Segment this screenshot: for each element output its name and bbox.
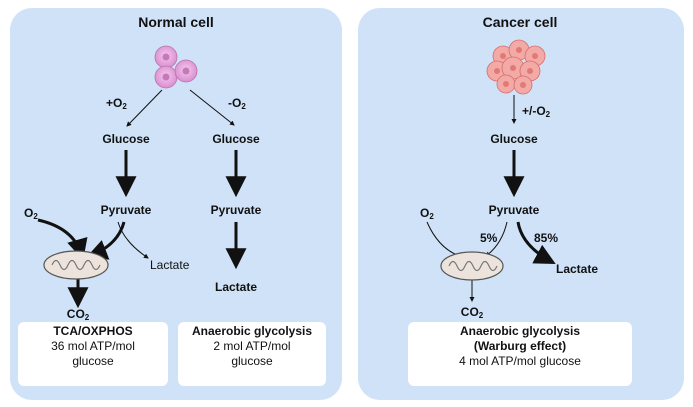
lactate-label-cancer: Lactate [556, 262, 599, 276]
warburg-subtitle: (Warburg effect) [473, 339, 567, 353]
tca-oxphos-atp-line: 36 mol ATP/mol [51, 339, 135, 353]
o2-label-normal: O2 [24, 206, 38, 221]
glucose-label-right: Glucose [212, 132, 260, 146]
warburg-effect-box: Anaerobic glycolysis (Warburg effect) 4 … [408, 322, 632, 386]
percent-85-label: 85% [534, 231, 559, 245]
plus-o2-label: +O2 [106, 96, 127, 111]
plus-minus-o2-label: +/-O2 [522, 104, 551, 119]
mitochondrion-icon-normal [43, 250, 109, 280]
mitochondrion-icon-cancer [440, 251, 504, 281]
anaerobic-glycolysis-box: Anaerobic glycolysis 2 mol ATP/mol gluco… [178, 322, 326, 386]
pyruvate-label-left: Pyruvate [100, 203, 152, 217]
warburg-title: Anaerobic glycolysis [459, 324, 581, 338]
glucose-label-left: Glucose [102, 132, 150, 146]
cancer-cell-title: Cancer cell [482, 14, 558, 30]
cancer-cell-cluster-icon [486, 39, 546, 95]
co2-label-cancer: CO2 [460, 305, 484, 320]
warburg-atp-line: 4 mol ATP/mol glucose [459, 354, 581, 368]
lactate-label-right: Lactate [214, 280, 258, 294]
minus-o2-label: -O2 [228, 96, 246, 111]
tca-oxphos-glucose-line: glucose [72, 354, 114, 368]
anaerobic-glycolysis-glucose-line: glucose [231, 354, 273, 368]
lactate-label-small: Lactate [150, 258, 190, 272]
co2-label-normal: CO2 [66, 307, 90, 322]
anaerobic-glycolysis-title: Anaerobic glycolysis [191, 324, 313, 338]
anaerobic-glycolysis-atp-line: 2 mol ATP/mol [213, 339, 291, 353]
tca-oxphos-box: TCA/OXPHOS 36 mol ATP/mol glucose [18, 322, 168, 386]
glucose-label-cancer: Glucose [490, 132, 538, 146]
pyruvate-label-right: Pyruvate [210, 203, 262, 217]
normal-cell-cluster-icon [154, 45, 198, 89]
percent-5-label: 5% [480, 231, 498, 245]
pyruvate-label-cancer: Pyruvate [488, 203, 540, 217]
o2-label-cancer: O2 [420, 206, 434, 221]
tca-oxphos-title: TCA/OXPHOS [53, 324, 133, 338]
normal-cell-title: Normal cell [138, 14, 214, 30]
